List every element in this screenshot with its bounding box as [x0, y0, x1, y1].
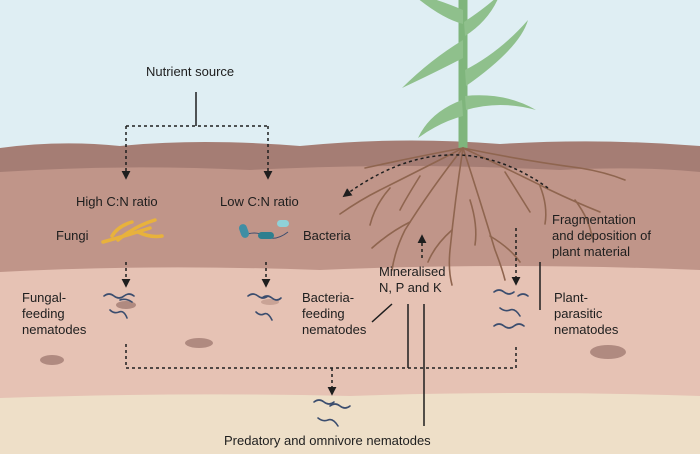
- root: [462, 147, 506, 281]
- root: [462, 147, 626, 181]
- root: [448, 147, 464, 286]
- nematode-icons: [103, 289, 529, 427]
- root: [364, 147, 464, 169]
- mineralised-to-bacteria-feeding: [371, 303, 393, 323]
- bacteria-feeding-nematode: [247, 293, 269, 299]
- predatory-nematode: [317, 417, 339, 427]
- predatory-nematode: [329, 403, 351, 409]
- deep-soil-layer: [0, 393, 700, 454]
- soil-layers: [0, 140, 700, 454]
- fungal-hypha: [116, 218, 157, 242]
- predatory-label: Predatory and omnivore nematodes: [224, 433, 431, 448]
- plant-parasitic-nematode: [499, 307, 521, 317]
- root: [369, 187, 391, 226]
- bacterium: [277, 220, 289, 227]
- root: [371, 221, 411, 249]
- maize-plant-icon: [402, 0, 536, 148]
- fungi-icon: [101, 218, 164, 244]
- fungi-label: Fungi: [56, 228, 89, 243]
- fungal-feeding-nematode: [119, 298, 133, 303]
- root: [574, 199, 593, 239]
- bacterium: [258, 232, 274, 239]
- fungal-hypha: [136, 230, 164, 239]
- soil-pebble: [116, 301, 136, 309]
- soil-pebble: [590, 345, 626, 359]
- plant-leaf: [464, 0, 498, 36]
- nutrient-source-label: Nutrient source: [146, 64, 235, 79]
- bacteria-label: Bacteria: [303, 228, 351, 243]
- bacteria-feeding-nematode: [261, 295, 282, 301]
- fungal-feeding-label: Fungal- feeding nematodes: [22, 290, 87, 337]
- fungal-feeding-nematode: [109, 309, 128, 319]
- plant-parasitic-label: Plant- parasitic nematodes: [554, 290, 619, 337]
- mineralised-label: Mineralised N, P and K: [379, 264, 446, 295]
- bacterium: [238, 224, 250, 238]
- plant-leaf: [402, 40, 463, 88]
- soil-pebble: [40, 355, 64, 365]
- plant-parasitic-nematode: [493, 289, 515, 295]
- root: [399, 175, 421, 211]
- fungal-hypha: [110, 220, 134, 238]
- soil-pebble: [185, 338, 213, 348]
- plant-parasitic-nematode: [493, 323, 525, 329]
- plant-leaf: [465, 20, 528, 86]
- root: [427, 229, 453, 263]
- root: [539, 185, 547, 225]
- root: [504, 171, 531, 213]
- root: [339, 147, 464, 215]
- root: [489, 235, 521, 263]
- root: [391, 147, 464, 271]
- predatory-nematode: [313, 399, 335, 405]
- plant-leaf: [465, 95, 536, 110]
- soil-pebble: [261, 299, 279, 305]
- flow-arrows: [121, 92, 549, 426]
- bacteria-feeding-label: Bacteria- feeding nematodes: [302, 290, 367, 337]
- fungal-feeding-nematode: [103, 293, 135, 299]
- bacteria-feeding-nematode: [255, 311, 273, 321]
- plant-leaf: [419, 0, 463, 24]
- plant-leaf: [418, 100, 463, 138]
- high-cn-label: High C:N ratio: [76, 194, 158, 209]
- root: [469, 199, 477, 246]
- plant-parasitic-nematode: [517, 293, 529, 297]
- fragmentation-label: Fragmentation and deposition of plant ma…: [552, 212, 652, 259]
- to-predatory-collector-arrow: [125, 344, 517, 369]
- bacteria-icon: [238, 220, 289, 239]
- low-cn-label: Low C:N ratio: [220, 194, 299, 209]
